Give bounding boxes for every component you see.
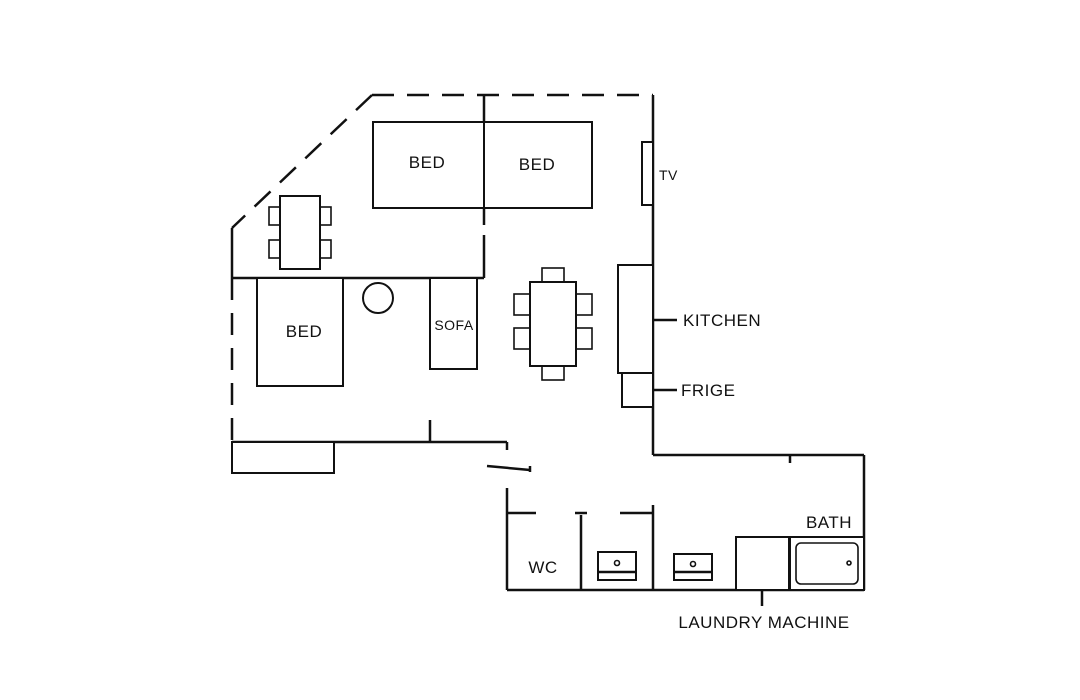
bed-left	[256, 277, 344, 387]
chair	[575, 293, 593, 316]
tv	[641, 141, 654, 206]
sink-drain	[613, 559, 621, 567]
fridge	[621, 372, 654, 408]
chair	[268, 239, 281, 259]
bed-top-right	[483, 121, 593, 209]
chair	[575, 327, 593, 350]
round-stool	[362, 282, 394, 314]
sofa-label: SOFA	[434, 317, 474, 333]
sofa	[429, 277, 478, 370]
chair	[541, 365, 565, 381]
table	[279, 195, 321, 270]
counter-bottom-left	[231, 441, 335, 474]
bath-label: BATH	[806, 513, 852, 532]
chair	[319, 239, 332, 259]
laundry-label: LAUNDRY MACHINE	[678, 613, 849, 632]
sink-drain	[689, 560, 697, 568]
bed-top-left	[372, 121, 485, 209]
bed-label: BED	[519, 155, 555, 174]
kitchen-label: KITCHEN	[683, 311, 761, 330]
door-swing	[486, 464, 531, 472]
chair	[513, 293, 531, 316]
sink-2	[673, 553, 713, 581]
bathtub-basin	[795, 542, 859, 585]
dining-table	[513, 267, 593, 381]
bathtub-drain	[846, 560, 852, 566]
table	[529, 281, 577, 367]
sink-1	[597, 551, 637, 581]
laundry-machine	[735, 536, 790, 591]
bed-label: BED	[286, 322, 322, 341]
chair	[541, 267, 565, 283]
small-dining-table	[268, 195, 332, 270]
diagonal-wall-dashed	[231, 94, 373, 229]
kitchen-counter	[617, 264, 654, 374]
chair	[319, 206, 332, 226]
wc-label: WC	[528, 558, 557, 577]
tv-label: TV	[659, 167, 678, 183]
chair	[513, 327, 531, 350]
bed-label: BED	[409, 153, 445, 172]
frige-label: FRIGE	[681, 381, 735, 400]
chair	[268, 206, 281, 226]
